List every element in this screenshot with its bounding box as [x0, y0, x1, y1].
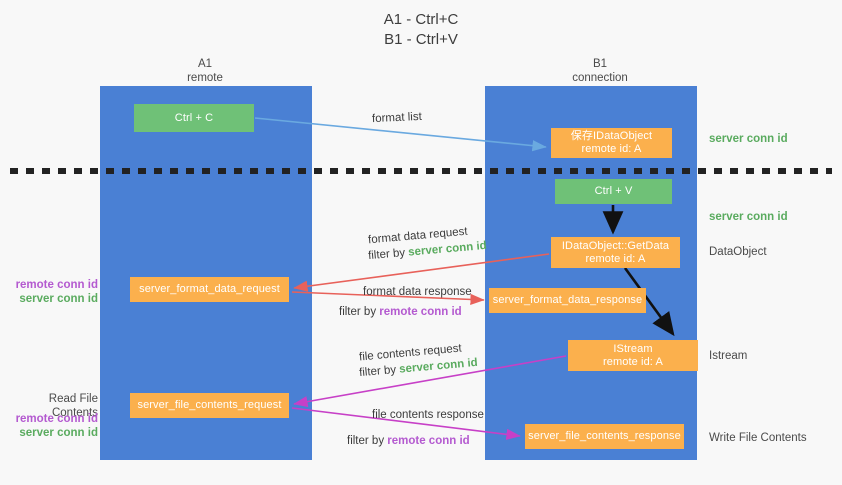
label-data-object: DataObject	[709, 246, 767, 258]
caption-file-contents-response: file contents response	[372, 408, 484, 423]
node-server-file-contents-response[interactable]: server_file_contents_response	[525, 424, 684, 449]
lane-a1-sub: remote	[187, 72, 223, 84]
caption-filter-key-remote-conn-id: remote conn id	[387, 435, 470, 447]
label-istream: Istream	[709, 350, 748, 362]
label-server-conn-id-mid: server conn id	[709, 211, 788, 223]
label-remote-conn-id-1: remote conn id	[15, 279, 98, 291]
node-ctrl-c[interactable]: Ctrl + C	[134, 104, 254, 132]
node-server-format-data-request-label: server_format_data_request	[139, 283, 280, 295]
node-server-format-data-response-label: server_format_data_response	[492, 294, 643, 306]
caption-filter-prefix: filter by	[339, 306, 380, 318]
label-write-file-contents: Write File Contents	[709, 432, 807, 444]
caption-format-data-response: format data response	[363, 285, 472, 300]
title-line-2: B1 - Ctrl+V	[384, 31, 458, 48]
lane-header-a1: A1 remote	[115, 57, 295, 85]
node-ctrl-v[interactable]: Ctrl + V	[555, 179, 672, 204]
caption-filter-prefix: filter by	[358, 363, 400, 380]
label-remote-conn-id-2: remote conn id	[15, 413, 98, 425]
caption-format-data-response-filter: filter by remote conn id	[339, 305, 462, 320]
node-server-format-data-request[interactable]: server_format_data_request	[130, 277, 289, 302]
node-server-file-contents-request-label: server_file_contents_request	[137, 399, 282, 411]
node-save-idataobject[interactable]: 保存IDataObject remote id: A	[551, 128, 672, 158]
node-server-file-contents-response-label: server_file_contents_response	[528, 430, 681, 442]
label-left-conn-ids-file: remote conn id server conn id	[6, 412, 98, 440]
node-idataobject-getdata-label: IDataObject::GetData remote id: A	[561, 239, 670, 265]
label-read-file-contents: Read File Contents	[48, 393, 98, 419]
node-idataobject-getdata[interactable]: IDataObject::GetData remote id: A	[551, 237, 680, 268]
caption-format-list-text: format list	[371, 110, 423, 126]
caption-format-list: format list	[372, 110, 422, 127]
node-ctrl-v-label: Ctrl + V	[594, 185, 633, 197]
diagram-title: A1 - Ctrl+C B1 - Ctrl+V	[0, 10, 842, 50]
node-ctrl-c-label: Ctrl + C	[174, 111, 214, 124]
title-line-1: A1 - Ctrl+C	[383, 11, 459, 28]
caption-file-contents-response-filter: filter by remote conn id	[347, 434, 470, 449]
node-istream-label: IStream remote id: A	[603, 342, 663, 368]
caption-filter-prefix: filter by	[367, 246, 409, 263]
caption-filter-key-remote-conn-id: remote conn id	[379, 306, 462, 318]
lane-header-b1: B1 connection	[500, 57, 700, 85]
label-server-conn-id-top: server conn id	[709, 133, 788, 145]
node-istream[interactable]: IStream remote id: A	[568, 340, 698, 371]
node-server-file-contents-request[interactable]: server_file_contents_request	[130, 393, 289, 418]
lane-a1-name: A1	[197, 58, 213, 70]
caption-filter-prefix: filter by	[347, 435, 388, 447]
label-server-conn-id-1: server conn id	[19, 293, 98, 305]
node-server-format-data-response[interactable]: server_format_data_response	[489, 288, 646, 313]
node-save-idataobject-label: 保存IDataObject remote id: A	[570, 130, 653, 155]
lane-b1-name: B1	[592, 58, 608, 70]
lane-b1-sub: connection	[572, 72, 628, 84]
label-left-conn-ids-format: remote conn id server conn id	[6, 278, 98, 306]
label-server-conn-id-2: server conn id	[19, 427, 98, 439]
caption-format-data-response-text: format data response	[363, 286, 472, 298]
caption-file-contents-response-text: file contents response	[372, 409, 484, 421]
